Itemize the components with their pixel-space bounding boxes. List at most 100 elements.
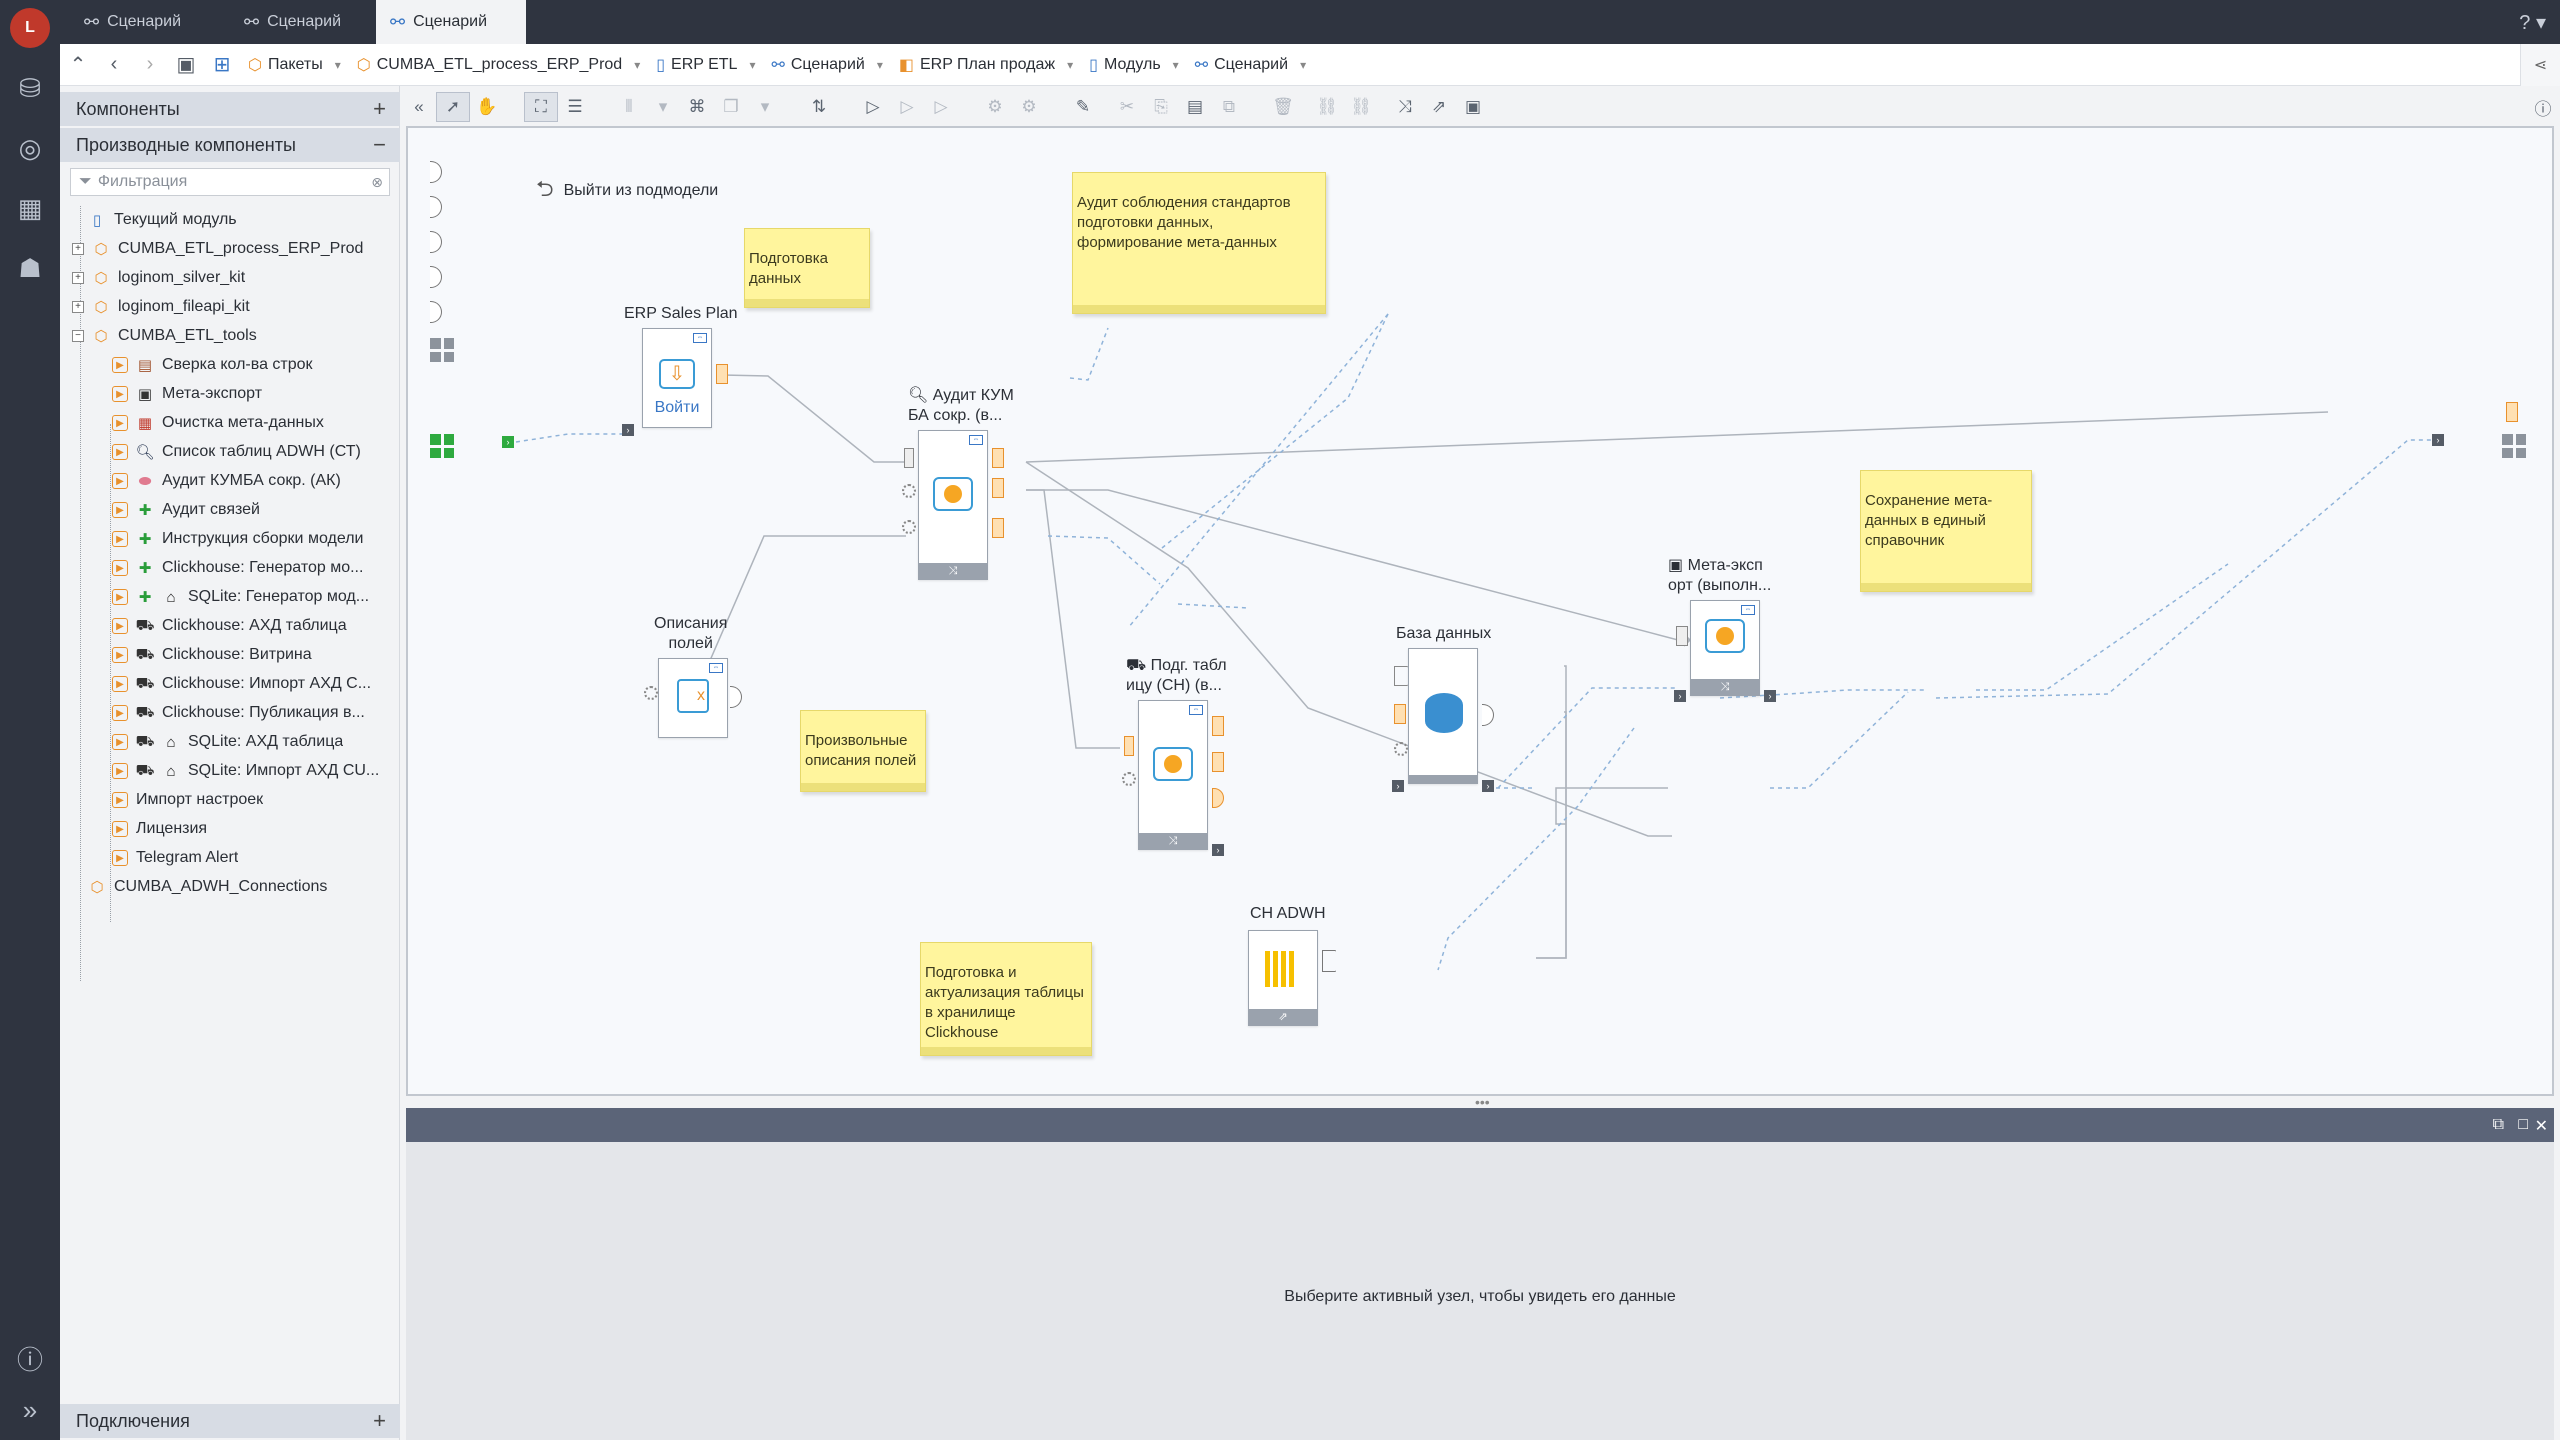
unlink-icon[interactable]: ⛓ — [1316, 97, 1338, 116]
note-ch[interactable]: Подготовка и актуализация таблицы в хран… — [920, 942, 1092, 1056]
chevron-down-icon[interactable]: ▾ — [634, 57, 641, 72]
node-ch-adwh[interactable]: ⇗ — [1248, 930, 1318, 1026]
clear-icon[interactable]: ⊗ — [371, 173, 383, 190]
tree-item[interactable]: ▶✚Clickhouse: Генератор мо... — [112, 554, 363, 582]
input-port[interactable] — [1676, 626, 1688, 646]
chevron-down-icon[interactable]: ▾ — [1300, 57, 1307, 72]
user-settings-icon[interactable]: ☗ — [18, 252, 42, 283]
pointer-icon[interactable]: ➚ — [436, 92, 470, 122]
connect-icon[interactable]: ⤨ — [1398, 97, 1412, 116]
expand-icon[interactable]: » — [22, 1394, 38, 1425]
tab-scenario-2[interactable]: ⚯Сценарий — [230, 0, 380, 44]
chevron-down-icon[interactable]: ▾ — [760, 97, 770, 116]
chevron-down-icon[interactable]: ▾ — [1067, 57, 1074, 72]
align-icon[interactable]: ⫴ — [625, 97, 633, 116]
filter-input[interactable]: ⏷Фильтрация⊗ — [70, 168, 390, 196]
scenario-canvas[interactable]: › ⮌Выйти из подмодели Подготовка данных … — [406, 126, 2554, 1096]
cut-icon[interactable]: ✂ — [1119, 97, 1135, 116]
hand-icon[interactable]: ✋ — [476, 97, 498, 116]
tree-item[interactable]: ▯Текущий модуль — [88, 206, 237, 234]
output-arrow-icon[interactable]: › — [2432, 434, 2444, 446]
breadcrumb-scenario-2[interactable]: ⚯Сценарий▾ — [1187, 44, 1314, 85]
output-port[interactable] — [716, 364, 728, 384]
copy-icon[interactable]: ⎘ — [1154, 97, 1168, 116]
tree-item[interactable]: ▶⛟⌂SQLite: Импорт АХД CU... — [112, 757, 379, 785]
components-header[interactable]: Компоненты+ — [60, 92, 400, 126]
tree-item[interactable]: ▶▤Сверка кол-ва строк — [112, 351, 313, 379]
breadcrumb-module-2[interactable]: ▯Модуль▾ — [1081, 44, 1187, 85]
help-icon[interactable]: ? ▾ — [2519, 12, 2546, 34]
run-all-icon[interactable]: ▷ — [934, 97, 948, 116]
breadcrumb-package[interactable]: ⬡CUMBA_ETL_process_ERP_Prod▾ — [349, 44, 648, 85]
tree-item[interactable]: ▶✚Аудит связей — [112, 496, 260, 524]
tree-item[interactable]: ▶⛟Clickhouse: Публикация в... — [112, 699, 365, 727]
hierarchy-icon[interactable]: ⊞ — [213, 54, 231, 76]
chevron-down-icon[interactable]: ▾ — [1172, 57, 1179, 72]
table-icon[interactable]: ▦ — [17, 192, 43, 223]
back-icon[interactable]: ‹ — [110, 53, 118, 75]
expand-icon[interactable]: + — [72, 243, 84, 255]
tree-item[interactable]: ▶✚⌂SQLite: Генератор мод... — [112, 583, 369, 611]
tab-scenario-1[interactable]: ⚯Сценарий — [70, 0, 220, 44]
tree-item[interactable]: ▶⛟⌂SQLite: АХД таблица — [112, 728, 343, 756]
node-prep-ch[interactable]: ⇔ ⤨ — [1138, 700, 1208, 850]
breadcrumb-packages[interactable]: ⬡Пакеты▾ — [240, 44, 349, 85]
input-arrow-icon[interactable]: › — [622, 424, 634, 436]
input-port[interactable] — [1124, 736, 1134, 756]
add-icon[interactable]: + — [373, 96, 386, 121]
gear-icon[interactable] — [644, 686, 658, 700]
close-icon[interactable]: ✕ — [2534, 1118, 2548, 1135]
fit-icon[interactable]: ⛶ — [524, 92, 558, 122]
splitter-handle[interactable]: ••• — [1475, 1094, 1490, 1110]
note-save[interactable]: Сохранение мета-данных в единый справочн… — [1860, 470, 2032, 592]
settings-run-icon[interactable]: ⚙ — [1021, 97, 1037, 116]
tree-item[interactable]: ▶⛟Clickhouse: АХД таблица — [112, 612, 347, 640]
expand-icon[interactable]: + — [72, 272, 84, 284]
note-desc[interactable]: Произвольные описания полей — [800, 710, 926, 792]
tree-item[interactable]: ▶⬬Аудит КУМБА сокр. (АК) — [112, 467, 341, 495]
node-field-descriptions[interactable]: ⇔ x — [658, 658, 728, 738]
packages-icon[interactable]: ⛁ — [19, 72, 41, 103]
note-audit[interactable]: Аудит соблюдения стандартов подготовки д… — [1072, 172, 1326, 314]
gear-icon[interactable] — [1122, 772, 1136, 786]
tree-item[interactable]: ▶Импорт настроек — [112, 786, 263, 814]
tree-item[interactable]: +⬡loginom_silver_kit — [72, 264, 245, 292]
input-arrow-icon[interactable]: › — [1392, 780, 1404, 792]
restore-icon[interactable]: ⧉ — [2492, 1116, 2504, 1133]
breadcrumb-node[interactable]: ◧ERP План продаж▾ — [891, 44, 1081, 85]
input-arrow-icon[interactable]: › — [502, 436, 514, 448]
delete-icon[interactable]: 🗑︎ — [1272, 97, 1294, 116]
collapse-icon[interactable]: − — [72, 330, 84, 342]
gear-icon[interactable] — [1394, 742, 1408, 756]
tree-item[interactable]: +⬡CUMBA_ETL_process_ERP_Prod — [72, 235, 363, 263]
sort-icon[interactable]: ⇅ — [811, 97, 827, 116]
maximize-icon[interactable]: □ — [2518, 1116, 2528, 1133]
tree-item[interactable]: ▶▣Мета-экспорт — [112, 380, 262, 408]
connections-header[interactable]: Подключения+ — [60, 1404, 400, 1438]
graph-icon[interactable]: ⌘ — [688, 97, 706, 116]
group-icon[interactable]: ❐ — [723, 97, 739, 116]
input-port[interactable] — [904, 448, 914, 468]
output-port[interactable] — [992, 518, 1004, 538]
expand-icon[interactable]: + — [72, 301, 84, 313]
paste-icon[interactable]: ▤ — [1186, 97, 1204, 116]
compass-icon[interactable]: ◎ — [18, 132, 42, 163]
output-port[interactable] — [1212, 716, 1224, 736]
list-icon[interactable]: ☰ — [567, 97, 583, 116]
tree-item[interactable]: ▶⛟Clickhouse: Витрина — [112, 641, 312, 669]
output-arrow-icon[interactable]: › — [1764, 690, 1776, 702]
tree-item[interactable]: ▶🔍︎Список таблиц ADWH (СТ) — [112, 438, 361, 466]
gear-icon[interactable] — [902, 484, 916, 498]
output-port[interactable] — [1212, 752, 1224, 772]
output-port[interactable] — [2506, 402, 2518, 422]
chevron-down-icon[interactable]: ▾ — [658, 97, 668, 116]
info-icon[interactable]: ⓘ — [2534, 99, 2552, 119]
run-icon[interactable]: ▷ — [866, 97, 880, 116]
tab-scenario-3[interactable]: ⚯Сценарий — [376, 0, 526, 44]
input-port[interactable] — [1394, 704, 1406, 724]
chevron-down-icon[interactable]: ▾ — [334, 57, 341, 72]
output-port[interactable] — [992, 448, 1004, 468]
add-icon[interactable]: + — [373, 1408, 386, 1433]
chevron-down-icon[interactable]: ▾ — [876, 57, 883, 72]
info-icon[interactable]: ⓘ — [16, 1344, 43, 1375]
